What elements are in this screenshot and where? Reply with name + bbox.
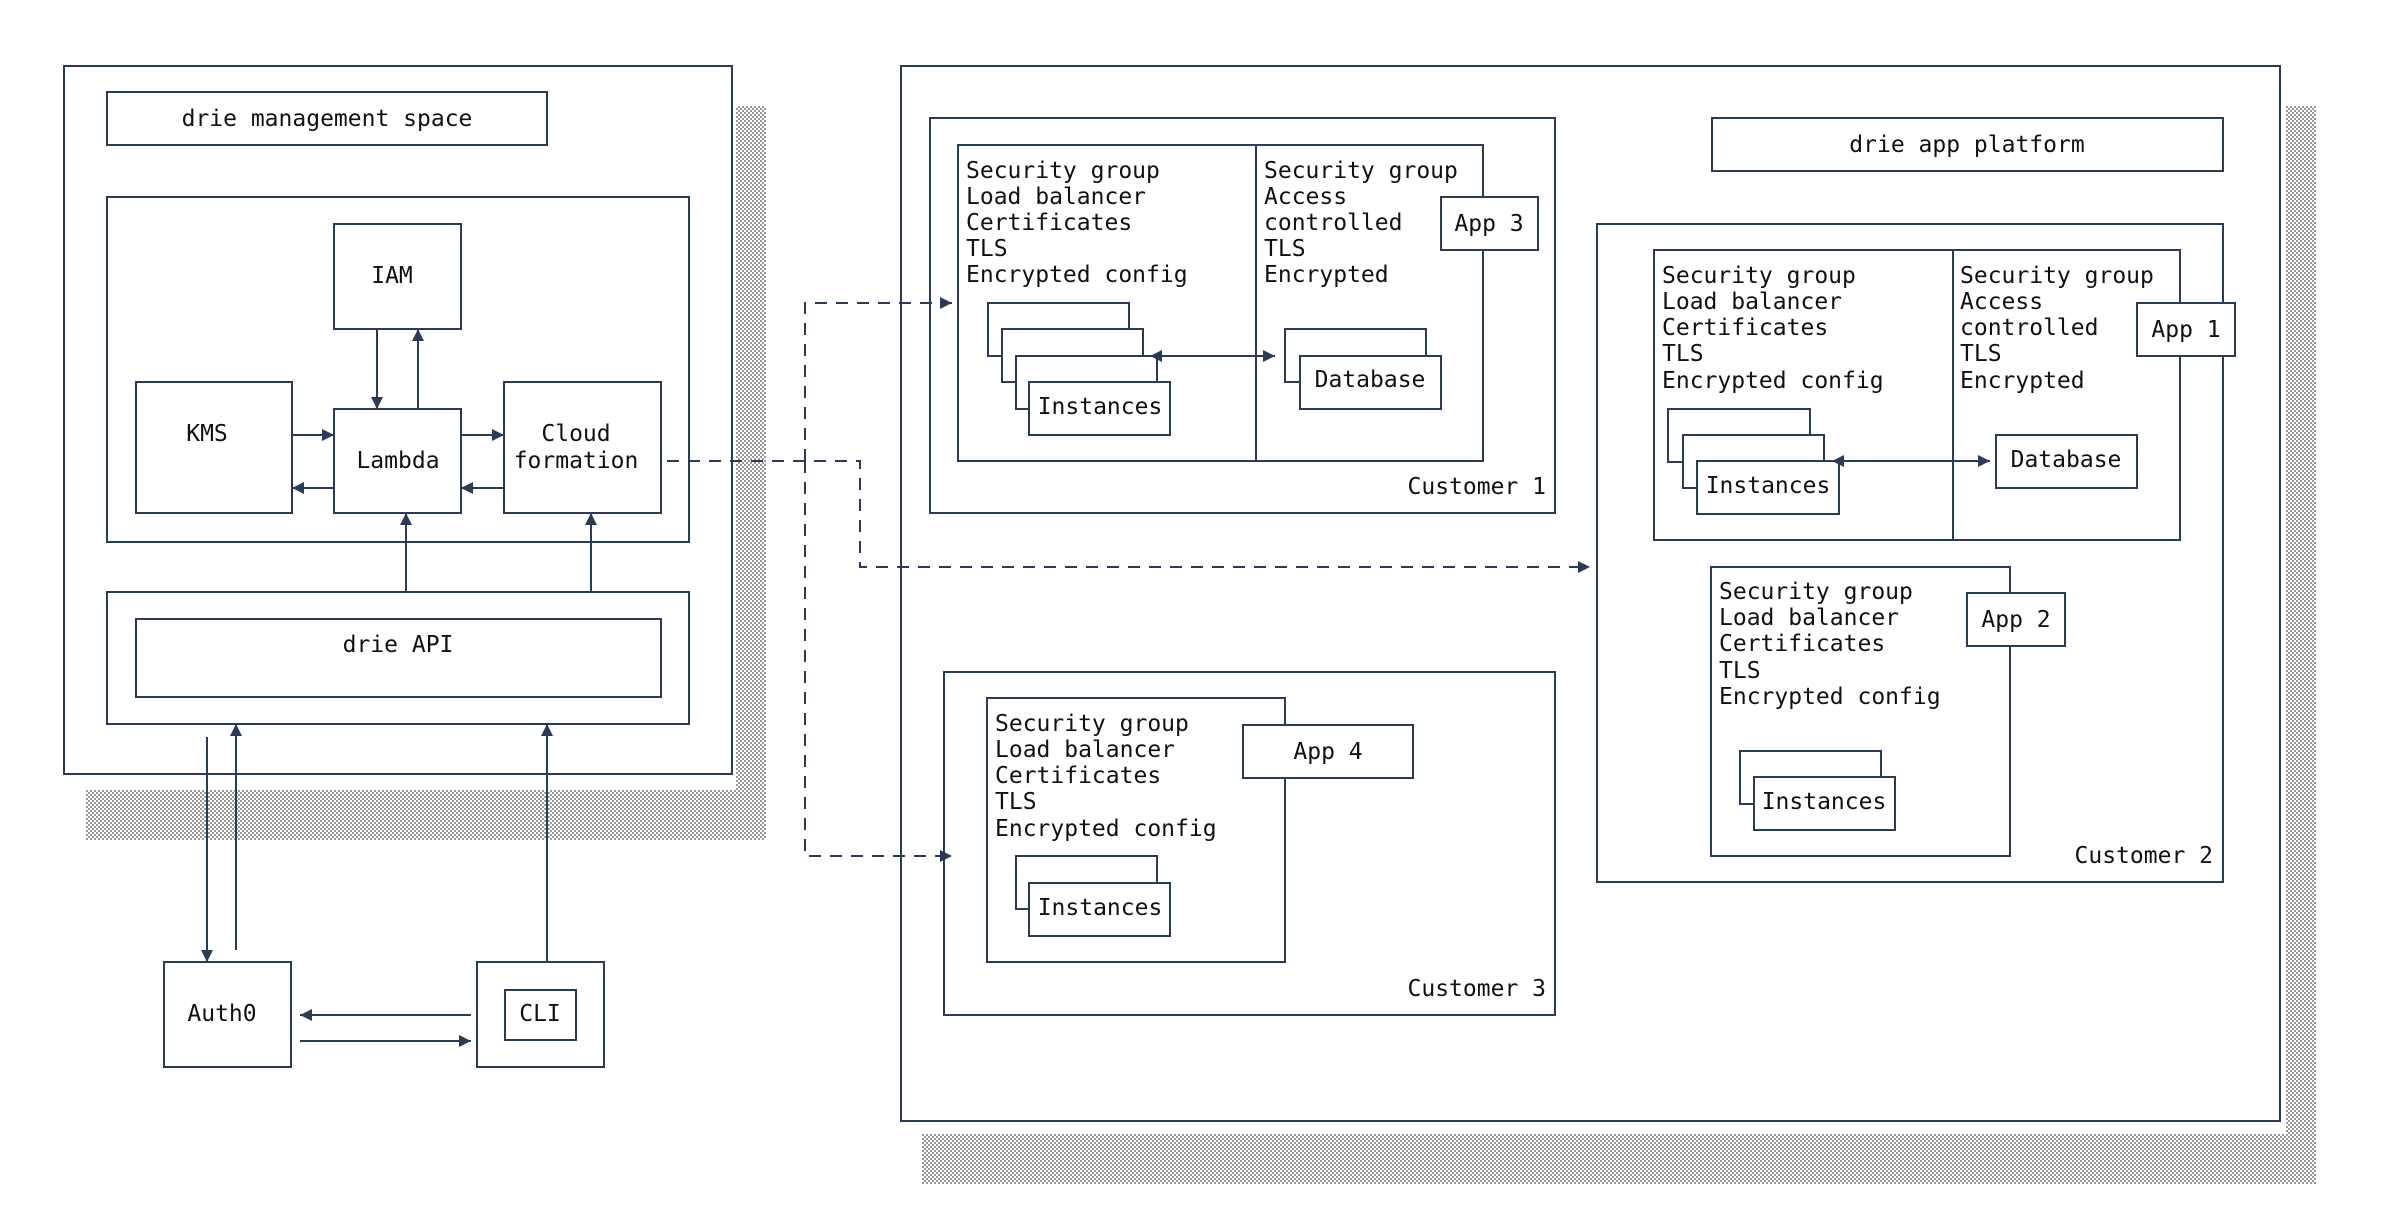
cloudformation-to-customer-3-link — [804, 461, 952, 862]
platform-shadow-right — [2286, 106, 2316, 1184]
customer-1-web-line-2: Load balancer — [966, 184, 1146, 210]
platform-title-box — [1711, 117, 2224, 172]
customer-1-database-label: Database — [1315, 367, 1426, 393]
customer-2-app-1-label: App 1 — [2151, 317, 2220, 343]
customer-1-web-line-1: Security group — [966, 158, 1160, 184]
customer-3-app-badge[interactable] — [1242, 724, 1414, 779]
customer-1-app-badge[interactable] — [1440, 196, 1539, 251]
iam-box[interactable] — [333, 223, 462, 330]
lambda-label: Lambda — [356, 448, 439, 474]
kms-label: KMS — [186, 421, 228, 447]
customer-1-data-line-3: controlled — [1264, 210, 1402, 236]
customer-2-app-2-web-line-5: Encrypted config — [1719, 684, 1941, 710]
customer-2-app-2-instances-label: Instances — [1762, 789, 1887, 815]
customer-2-app-1-data-tier — [1952, 249, 2181, 541]
customer-3-instances-box[interactable] — [1028, 882, 1171, 937]
customer-1-data-line-1: Security group — [1264, 158, 1458, 184]
customer-1-web-line-3: Certificates — [966, 210, 1132, 236]
customer-3: Customer 3 Security group Load balancer … — [943, 671, 1556, 1016]
customer-2-app-1-database-box[interactable] — [1995, 434, 2138, 489]
cloudformation-label-line1: Cloud — [541, 421, 610, 447]
platform-title: drie app platform — [1849, 132, 2084, 158]
customer-2: Customer 2 Security group Load balancer … — [1596, 223, 2236, 883]
customer-1-data-line-5: Encrypted — [1264, 262, 1389, 288]
customer-1-web-line-5: Encrypted config — [966, 262, 1188, 288]
customer-2-app-1-data-line-2: Access — [1960, 289, 2043, 315]
customer-2-app-2-web-line-3: Certificates — [1719, 631, 1885, 657]
management-title: drie management space — [182, 106, 473, 132]
customer-3-web-line-2: Load balancer — [995, 737, 1175, 763]
customer-1-instances-label: Instances — [1038, 394, 1163, 420]
customer-3-web-line-5: Encrypted config — [995, 816, 1217, 842]
clients: Auth0 CLI — [163, 724, 605, 1068]
customer-1-app-label: App 3 — [1454, 211, 1523, 237]
customer-2-app-1-data-line-1: Security group — [1960, 263, 2154, 289]
platform-shadow-bottom — [922, 1134, 2316, 1184]
customer-2-app-1-instances-box[interactable] — [1696, 460, 1840, 515]
management-space: drie management space IAM KMS Lambda Clo… — [63, 65, 766, 840]
customer-1-database-box[interactable] — [1299, 355, 1442, 410]
customer-3-app-label: App 4 — [1293, 739, 1362, 765]
customer-3-web-line-3: Certificates — [995, 763, 1161, 789]
customer-1-label: Customer 1 — [1408, 474, 1546, 500]
customer-3-web-line-1: Security group — [995, 711, 1189, 737]
management-shadow-bottom — [86, 790, 766, 840]
app-platform: drie app platform Customer 1 Security gr… — [900, 65, 2316, 1184]
customer-2-app-1-data-line-3: controlled — [1960, 315, 2098, 341]
cloudformation-box[interactable] — [503, 381, 662, 514]
customer-2-app-1-web-line-2: Load balancer — [1662, 289, 1842, 315]
customer-2-app-1-data-line-5: Encrypted — [1960, 368, 2085, 394]
customer-2-app-1-badge[interactable] — [2136, 302, 2236, 357]
drie-api-box[interactable] — [135, 618, 662, 698]
customer-2-app-2-label: App 2 — [1981, 607, 2050, 633]
auth0-label: Auth0 — [187, 1001, 256, 1027]
customer-2-app-1-data-line-4: TLS — [1960, 341, 2002, 367]
customer-2-app-1-web-line-1: Security group — [1662, 263, 1856, 289]
customer-1-data-line-4: TLS — [1264, 236, 1306, 262]
kms-box[interactable] — [135, 381, 293, 514]
customer-2-app-2-web-line-1: Security group — [1719, 579, 1913, 605]
customer-1-web-line-4: TLS — [966, 236, 1008, 262]
cloudformation-to-customer-1-link — [804, 297, 952, 461]
customer-1-data-line-2: Access — [1264, 184, 1347, 210]
customer-3-web-line-4: TLS — [995, 789, 1037, 815]
customer-2-app-1-web-line-5: Encrypted config — [1662, 368, 1884, 394]
customer-1-instances-box[interactable] — [1028, 381, 1171, 436]
customer-2-app-2-instances-box[interactable] — [1753, 776, 1896, 831]
customer-2-app-1-database-label: Database — [2011, 447, 2122, 473]
customer-2-app-1-web-line-3: Certificates — [1662, 315, 1828, 341]
customer-1: Customer 1 Security group Load balancer … — [929, 117, 1556, 514]
cli-label: CLI — [519, 1001, 561, 1027]
customer-3-instances-label: Instances — [1038, 895, 1163, 921]
cli-outer-box[interactable] — [476, 961, 605, 1068]
management-shadow-right — [736, 106, 766, 840]
customer-2-app-2-web-line-2: Load balancer — [1719, 605, 1899, 631]
lambda-box[interactable] — [333, 408, 462, 514]
cli-inner-box — [504, 989, 577, 1041]
customer-2-app-1-instances-label: Instances — [1706, 473, 1831, 499]
provisioning-links — [667, 297, 1590, 862]
customer-3-label: Customer 3 — [1408, 976, 1546, 1002]
customer-2-app-2-web-line-4: TLS — [1719, 658, 1761, 684]
cloudformation-label-line2: formation — [514, 448, 639, 474]
customer-2-label: Customer 2 — [2075, 843, 2213, 869]
iam-label: IAM — [371, 263, 413, 289]
drie-api-label: drie API — [343, 632, 454, 658]
customer-2-app-2-badge[interactable] — [1966, 592, 2066, 647]
management-title-box — [106, 91, 548, 146]
customer-2-app-1-web-line-4: TLS — [1662, 341, 1704, 367]
auth0-box[interactable] — [163, 961, 292, 1068]
